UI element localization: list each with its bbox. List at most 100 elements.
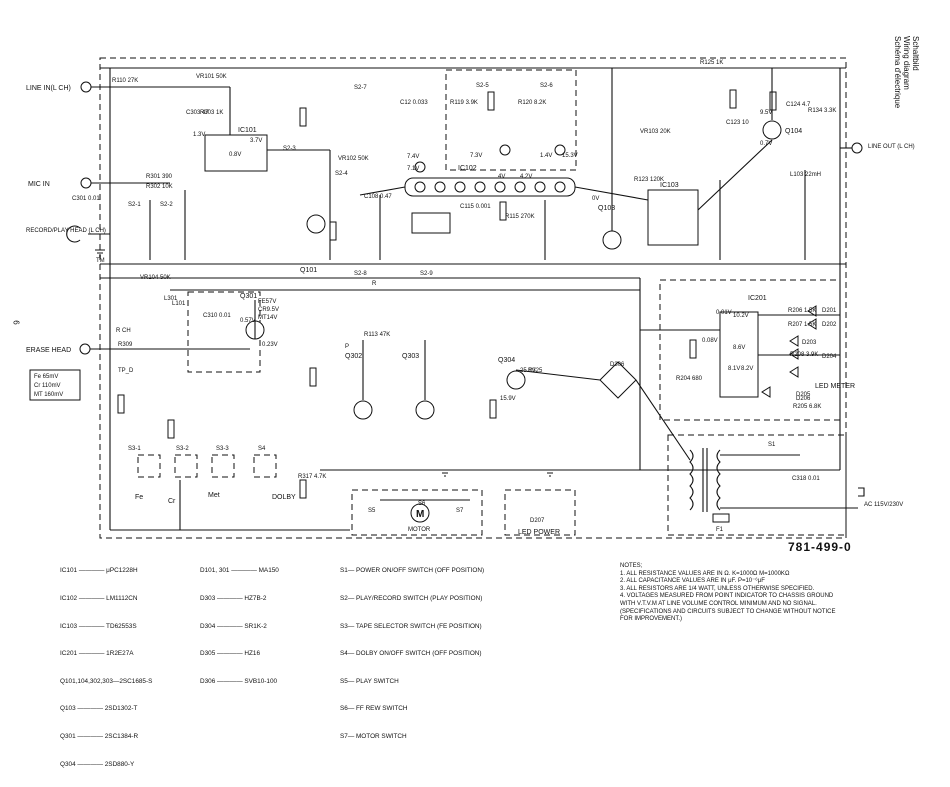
led-meter-diodes bbox=[761, 305, 817, 398]
q302-label: Q302 bbox=[345, 353, 362, 360]
l101-body bbox=[411, 212, 451, 234]
component-label: S5 bbox=[368, 508, 376, 514]
part-number: 781-499-0 bbox=[788, 540, 852, 554]
component-label: D205 bbox=[796, 392, 811, 398]
legend-line: Q103 ———— 2SD1302-T bbox=[60, 705, 138, 713]
erase-level-mt: MT 160mV bbox=[34, 392, 63, 398]
legend-line: IC101 ———— μPC1228H bbox=[60, 567, 138, 575]
parts-legend: IC101 ———— μPC1228H IC102 ———— LM1112CN … bbox=[60, 548, 484, 767]
component-label: S6 bbox=[418, 501, 426, 507]
met-label: Met bbox=[208, 492, 220, 499]
component-label: VR101 50K bbox=[196, 74, 227, 80]
component-label: FE57V bbox=[258, 299, 276, 305]
led-meter-label: LED METER bbox=[815, 383, 855, 390]
component-label: D204 bbox=[822, 354, 837, 360]
switch-line: S5— PLAY SWITCH bbox=[340, 677, 399, 685]
voltage-label: 8.1V bbox=[728, 366, 740, 372]
switch-line: S7— MOTOR SWITCH bbox=[340, 732, 407, 740]
component-label: CR9.5V bbox=[258, 307, 279, 313]
note-line: WITH V.T.V.M AT LINE VOLUME CONTROL MINI… bbox=[620, 600, 817, 607]
legend-line: IC103 ———— TD62553S bbox=[60, 622, 137, 630]
component-label: R204 680 bbox=[676, 376, 703, 382]
erase-level-box bbox=[29, 369, 81, 401]
component-label: D202 bbox=[822, 322, 837, 328]
voltage-label: 25.8V bbox=[520, 368, 536, 374]
ic102-pins bbox=[414, 144, 566, 193]
component-label: S2-9 bbox=[420, 271, 433, 277]
led-power-label: LED POWER bbox=[518, 529, 560, 536]
legend-line: Q101,104,302,303—2SC1685-S bbox=[60, 677, 153, 685]
ic101-label: IC101 bbox=[238, 127, 257, 134]
q301-label: Q301 bbox=[240, 293, 257, 300]
component-label: L101 bbox=[172, 301, 186, 307]
component-label: F1 bbox=[716, 527, 724, 533]
component-label: R bbox=[372, 281, 377, 287]
dolby-label: DOLBY bbox=[272, 494, 296, 501]
voltage-label: 0.7V bbox=[760, 141, 772, 147]
legend-line: IC201 ———— 1R2E27A bbox=[60, 650, 134, 658]
component-label: C310 0.01 bbox=[203, 313, 231, 319]
component-label: R317 4.7K bbox=[298, 474, 326, 480]
motor-symbol bbox=[410, 503, 430, 523]
q103-label: Q103 bbox=[598, 205, 615, 212]
component-label: S1 bbox=[768, 442, 776, 448]
note-line: NOTES; bbox=[620, 563, 643, 569]
transistor-symbols bbox=[245, 120, 782, 420]
switch-line: S6— FF REW SWITCH bbox=[340, 705, 408, 713]
component-label: R302 10K bbox=[146, 184, 173, 190]
component-label: R303 1K bbox=[200, 110, 223, 116]
voltage-label: 0.57V bbox=[240, 318, 256, 324]
diode-line: D304 ———— SR1K-2 bbox=[200, 622, 267, 630]
q101-label: Q101 bbox=[300, 267, 317, 274]
component-label: TM bbox=[96, 258, 105, 264]
voltage-label: 0.01V bbox=[716, 310, 732, 316]
component-label: D206 bbox=[796, 396, 811, 402]
motor-label: MOTOR bbox=[408, 527, 431, 533]
voltage-label: 8.6V bbox=[733, 345, 745, 351]
component-label: C303 47 bbox=[186, 110, 209, 116]
component-label: R110 27K bbox=[112, 78, 138, 84]
ic201-label: IC201 bbox=[748, 295, 767, 302]
voltage-label: 15.9V bbox=[500, 396, 516, 402]
diode-line: D305 ———— HZ16 bbox=[200, 650, 261, 658]
power-transformer bbox=[689, 448, 721, 512]
ground-symbols bbox=[95, 249, 555, 477]
voltage-label: 0V bbox=[592, 196, 599, 202]
component-label: VR102 50K bbox=[338, 156, 369, 162]
selector-switch-contacts bbox=[137, 454, 277, 478]
note-line: FOR IMPROVEMENT.) bbox=[620, 616, 683, 623]
component-label: C115 0.001 bbox=[460, 204, 491, 210]
component-label: D201 bbox=[822, 308, 837, 314]
ic201-body bbox=[719, 311, 759, 398]
component-label: S2-7 bbox=[354, 85, 367, 91]
q303-label: Q303 bbox=[402, 353, 419, 360]
line-in-label: LINE IN(L CH) bbox=[26, 85, 71, 92]
component-label: R115 270K bbox=[505, 214, 535, 220]
component-label: R208 3.9K bbox=[790, 352, 818, 358]
title-en: Wiring diagram bbox=[902, 36, 911, 90]
switch-line: S4— DOLBY ON/OFF SWITCH (OFF POSITION) bbox=[340, 650, 482, 658]
note-line: 1. ALL RESISTANCE VALUES ARE IN Ω. K=100… bbox=[620, 570, 790, 577]
component-label: P bbox=[345, 344, 349, 350]
ic102-label: IC102 bbox=[458, 165, 477, 172]
component-label: S2-6 bbox=[540, 83, 553, 89]
voltage-label: 7.3V bbox=[470, 153, 482, 159]
component-label: S2-1 bbox=[128, 202, 141, 208]
voltage-label: 0.08V bbox=[702, 338, 718, 344]
component-label: VR103 20K bbox=[640, 129, 671, 135]
component-label: S7 bbox=[456, 508, 464, 514]
voltage-label: 1.4V bbox=[540, 153, 552, 159]
page-number: 6 bbox=[11, 320, 21, 325]
note-line: (SPECIFICATIONS AND CIRCUITS SUBJECT TO … bbox=[620, 608, 836, 615]
ac-plug bbox=[858, 487, 865, 497]
component-label: R206 1.5K bbox=[788, 308, 816, 314]
component-label: L103 22mH bbox=[790, 172, 821, 178]
diode-line: D303 ———— HZ7B-2 bbox=[200, 595, 267, 602]
component-label: S3-2 bbox=[176, 446, 189, 452]
q304-label: Q304 bbox=[498, 357, 515, 364]
line-out-label: LINE OUT (L CH) bbox=[868, 144, 915, 150]
erase-level-fe: Fe 65mV bbox=[34, 374, 58, 380]
legend-line: Q301 ———— 2SC1384-R bbox=[60, 732, 139, 740]
switch-line: S2— PLAY/RECORD SWITCH (PLAY POSITION) bbox=[340, 595, 483, 602]
